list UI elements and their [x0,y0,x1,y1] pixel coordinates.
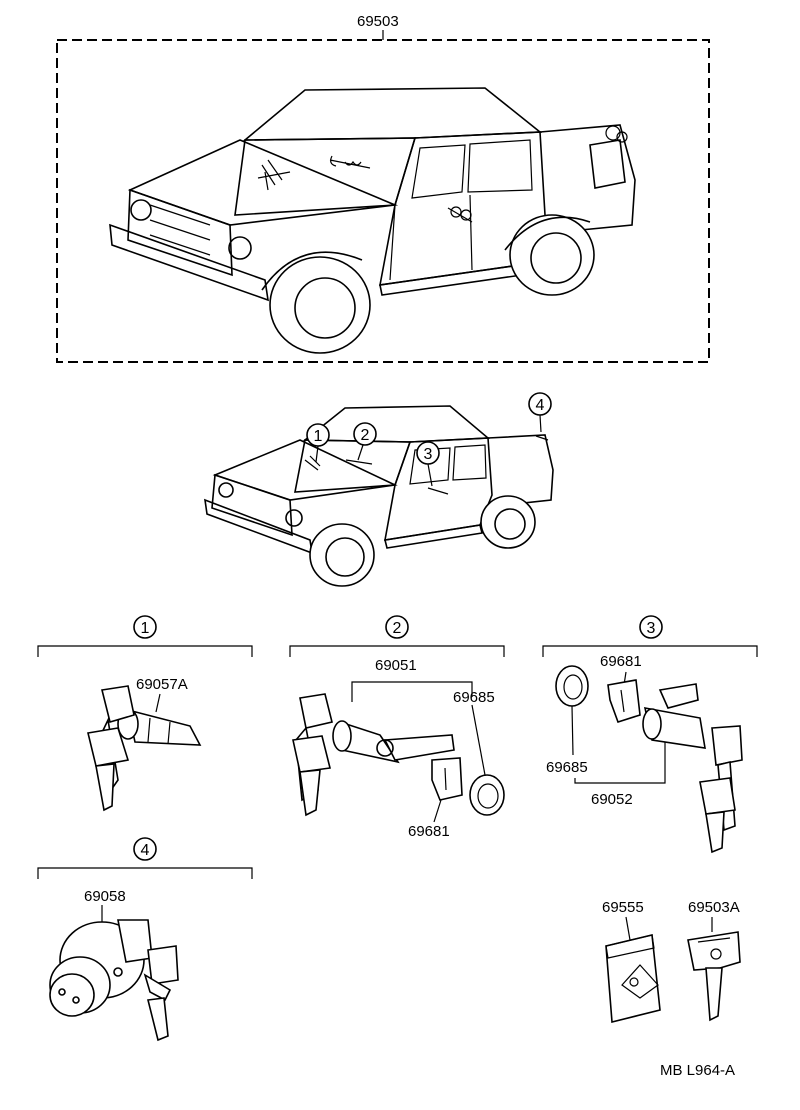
svg-text:1: 1 [141,620,150,637]
svg-text:2: 2 [361,427,370,444]
kit-glovebox-lock-sketch [329,155,371,169]
svg-text:3: 3 [424,446,433,463]
svg-text:4: 4 [536,397,545,414]
callout-1: 1 [306,423,330,463]
label-69058: 69058 [84,888,126,905]
label-69681-b: 69681 [600,653,642,670]
label-69051: 69051 [375,657,417,674]
callout-3: 3 [416,441,440,487]
large-vehicle-drawing [109,87,636,354]
kit-vehicle-group: 69503 [56,13,710,363]
small-vehicle-drawing [204,405,554,587]
section-3: 3 69681 69685 69052 [542,615,758,854]
cylinder-69058 [49,919,179,1042]
section-4: 4 69058 [37,837,253,1042]
label-69503: 69503 [357,13,399,30]
cylinder-69052 [642,683,743,854]
kit-ignition-lock-sketch [257,159,291,191]
key-case-69555: 69555 [602,899,661,1024]
cylinder-69051 [292,693,455,817]
svg-text:4: 4 [141,842,150,859]
svg-text:3: 3 [647,620,656,637]
label-69555: 69555 [602,899,644,916]
kit-door-lock-sketch [447,206,473,223]
label-69057A: 69057A [136,676,188,693]
clip-69681-b [607,679,641,723]
svg-text:1: 1 [314,428,323,445]
callout-2: 2 [353,422,377,461]
cylinder-69057A [87,685,202,812]
ring-69685-a [469,774,505,816]
label-69685-a: 69685 [453,689,495,706]
drawing-code: MB L964-A [660,1062,735,1079]
callout-4: 4 [528,392,552,433]
kit-rear-lock-sketch [605,125,628,143]
key-blank-69503A: 69503A [687,899,741,1022]
label-69685-b: 69685 [546,759,588,776]
section-1: 1 69057A [37,615,253,812]
svg-text:2: 2 [393,620,402,637]
kit-dashed-frame [56,39,710,363]
section-2: 2 69051 69685 69681 [289,615,505,840]
label-69681-a: 69681 [408,823,450,840]
label-69503A: 69503A [688,899,740,916]
label-69052: 69052 [591,791,633,808]
clip-69681-a [431,757,463,801]
ring-69685-b [555,665,589,707]
location-vehicle-group: 1 2 3 4 [204,392,554,587]
